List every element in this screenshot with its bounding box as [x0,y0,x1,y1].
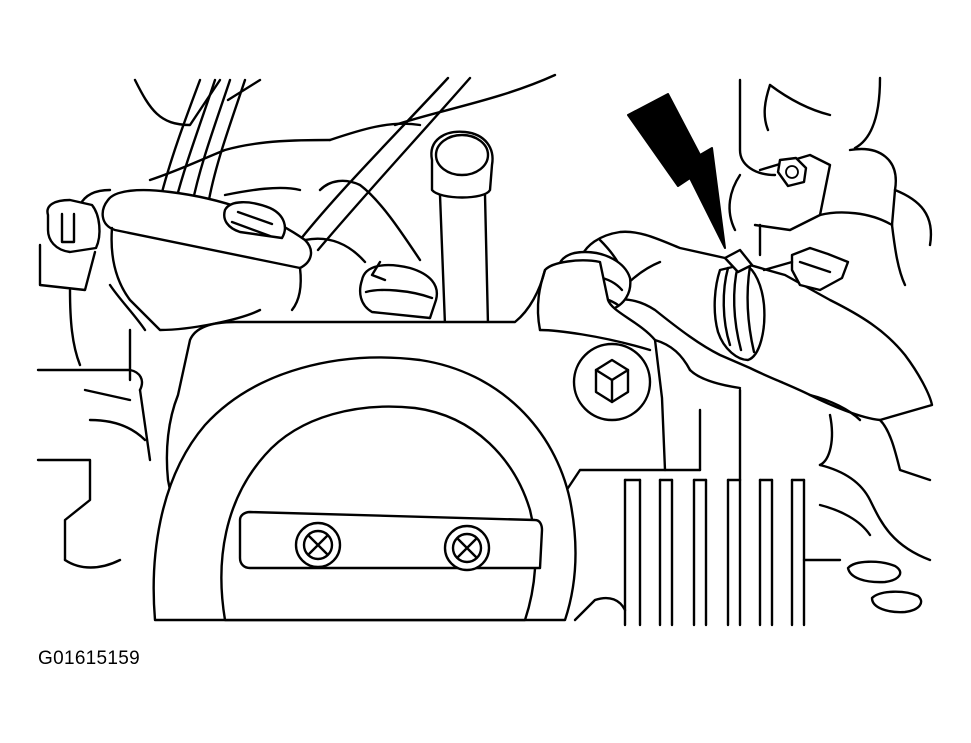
arrow-icon [627,93,726,249]
engine-background-outline [78,73,557,207]
lower-right-body [573,413,932,622]
small-hose-clamp [303,179,439,320]
sensor-housing [101,188,313,332]
left-connector [38,198,101,367]
left-manifold [36,283,152,569]
wiring-harness [158,76,472,252]
upper-right-bracket [728,76,933,287]
hex-bolt-icon [572,342,652,422]
hose-clamp [713,246,850,362]
vertical-pipe [430,130,494,327]
upper-bolt [776,156,808,188]
figure-id-label: G01615159 [38,648,141,669]
cooling-fins [623,388,806,627]
phillips-screw-icon [294,521,491,572]
